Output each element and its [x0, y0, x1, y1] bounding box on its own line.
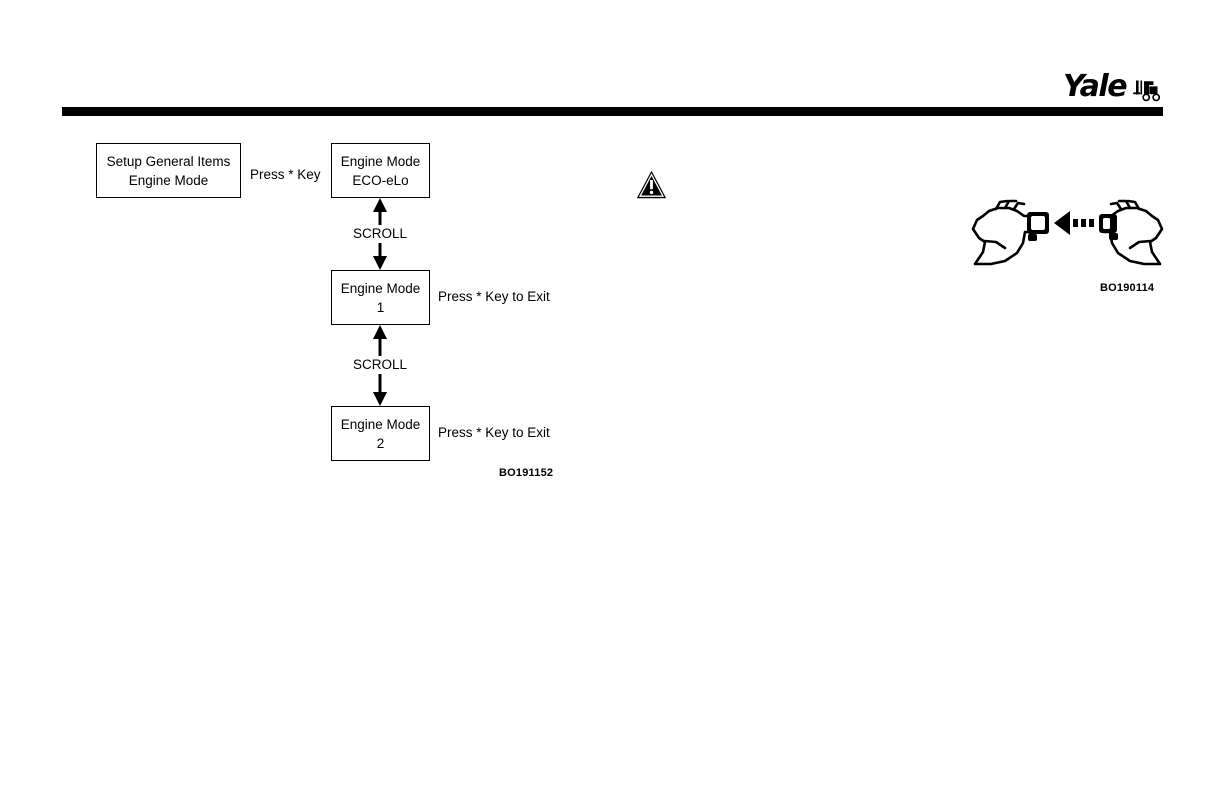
flow-box-line-2: 1	[376, 299, 385, 315]
brand-logo: Yale	[1063, 72, 1168, 104]
flow-box-engine-mode-1: Engine Mode 1	[331, 270, 430, 325]
flow-box-line-2: Engine Mode	[128, 172, 209, 188]
flow-box-line-1: Engine Mode	[340, 280, 421, 296]
flow-box-line-1: Setup General Items	[106, 153, 231, 169]
flow-box-setup-general-items: Setup General Items Engine Mode	[96, 143, 241, 198]
figure-caption-hands: BO190114	[1100, 282, 1155, 294]
flow-box-engine-mode-eco: Engine Mode ECO-eLo	[331, 143, 430, 198]
brand-wordmark: Yale	[1063, 69, 1128, 104]
flow-box-engine-mode-2: Engine Mode 2	[331, 406, 430, 461]
note-press-key-to-exit-1: Press * Key to Exit	[438, 289, 550, 304]
scroll-arrow-group-1: SCROLL	[320, 198, 440, 270]
flow-box-line-1: Engine Mode	[340, 416, 421, 432]
forklift-icon	[1133, 80, 1167, 107]
figure-caption-flow: BO191152	[499, 467, 554, 479]
note-press-key: Press * Key	[250, 167, 321, 182]
scroll-label: SCROLL	[320, 225, 440, 243]
warning-triangle-icon	[636, 170, 667, 199]
scroll-label: SCROLL	[320, 356, 440, 374]
flow-box-line-2: ECO-eLo	[352, 172, 409, 188]
flow-box-line-1: Engine Mode	[340, 153, 421, 169]
note-press-key-to-exit-2: Press * Key to Exit	[438, 425, 550, 440]
header-rule	[62, 107, 1163, 116]
flow-box-line-2: 2	[376, 435, 385, 451]
two-hands-connector-icon	[965, 198, 1170, 278]
scroll-arrow-group-2: SCROLL	[320, 325, 440, 406]
